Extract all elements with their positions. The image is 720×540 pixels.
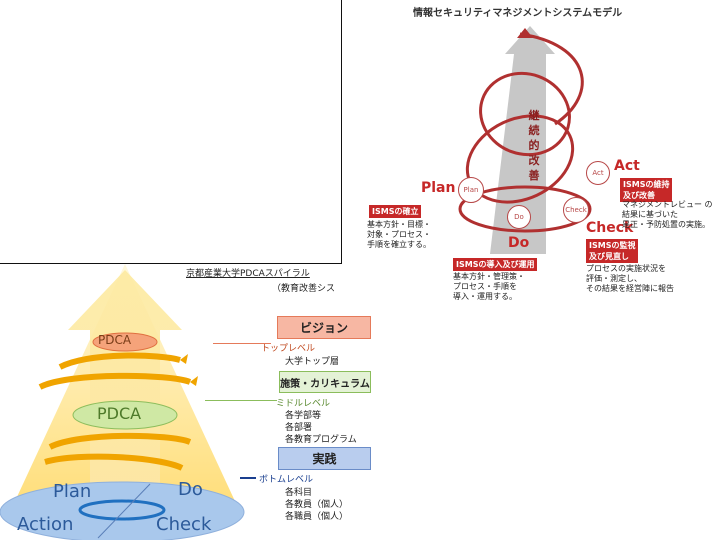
policy-curriculum-box: 施策・カリキュラム bbox=[279, 371, 371, 393]
arrow-char: 改 bbox=[528, 154, 540, 167]
spiral-title: 京都産業大学PDCAスパイラル bbox=[186, 269, 310, 279]
isms-diagram bbox=[458, 26, 592, 254]
pdca-top-label: PDCA bbox=[98, 333, 132, 347]
arrow-text-column: 継 続 的 改 善 bbox=[527, 108, 541, 183]
bottom-level-label: ボトムレベル bbox=[259, 475, 314, 485]
node-check: Check bbox=[563, 197, 589, 223]
node-do: Do bbox=[507, 205, 531, 229]
middle-level-members: 各学部等 各部署 各教育プログラム bbox=[285, 411, 357, 445]
spiral-plan-label: Plan bbox=[53, 481, 92, 502]
arrow-char: 善 bbox=[528, 169, 540, 182]
bottom-level-members: 各科目 各教員（個人） 各職員（個人） bbox=[285, 488, 349, 522]
act-callout-desc: マネジメントレビュー の結果に基づいた是正・予防処置の実施。 bbox=[622, 200, 713, 229]
arrow-char: 継 bbox=[528, 109, 540, 122]
spiral-check-label: Check bbox=[156, 514, 212, 535]
node-act: Act bbox=[586, 161, 610, 185]
arrow-char: 的 bbox=[528, 139, 540, 152]
arrow-char: 続 bbox=[528, 124, 540, 137]
practice-box: 実践 bbox=[278, 447, 371, 470]
top-level-line bbox=[213, 343, 271, 344]
check-callout-desc: プロセスの実施状況を評価・測定し、その結果を経営陣に報告 bbox=[586, 264, 674, 293]
improvement-arrow bbox=[490, 26, 555, 254]
spiral-cone bbox=[0, 264, 245, 540]
do-callout-label: ISMSの導入及び運用 bbox=[453, 258, 538, 271]
check-callout-label: ISMSの監視及び見直し bbox=[586, 239, 639, 263]
spiral-do-label: Do bbox=[178, 479, 203, 500]
vision-box: ビジョン bbox=[277, 316, 371, 339]
act-callout-label: ISMSの維持及び改善 bbox=[620, 178, 673, 202]
do-callout-desc: 基本方針・管理策・プロセス・手順を導入・運用する。 bbox=[453, 272, 525, 301]
top-level-members: 大学トップ層 bbox=[285, 357, 340, 367]
blank-panel bbox=[0, 0, 342, 264]
check-big-label: Check bbox=[586, 220, 634, 236]
middle-level-label: ミドルレベル bbox=[276, 399, 331, 409]
plan-big-label: Plan bbox=[421, 180, 456, 196]
spiral-subtitle: （教育改善シス bbox=[272, 284, 336, 294]
plan-callout-desc: 基本方針・目標・対象・プロセス・手順を確立する。 bbox=[367, 220, 431, 249]
plan-callout-label: ISMSの確立 bbox=[369, 205, 422, 218]
top-level-label: トップレベル bbox=[261, 344, 316, 354]
node-plan: Plan bbox=[458, 177, 484, 203]
do-big-label: Do bbox=[508, 235, 530, 251]
bottom-level-line bbox=[240, 477, 256, 479]
pdca-mid-label: PDCA bbox=[97, 404, 142, 423]
act-big-label: Act bbox=[614, 158, 640, 174]
middle-level-line bbox=[205, 400, 277, 401]
isms-title: 情報セキュリティマネジメントシステムモデル bbox=[413, 8, 623, 19]
spiral-action-label: Action bbox=[17, 514, 74, 535]
